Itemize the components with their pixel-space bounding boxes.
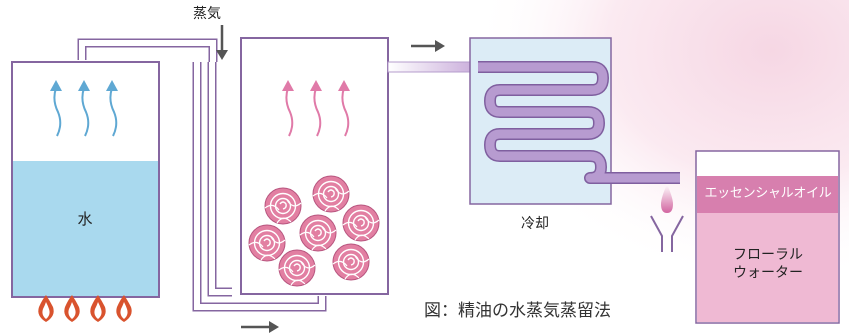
cooling-label: 冷却 <box>521 216 549 232</box>
rose-icon <box>312 175 350 213</box>
floral-water-label: フローラル ウォーター <box>698 246 838 282</box>
steam-inlet-arrow-icon <box>216 25 228 60</box>
rose-icon <box>299 214 337 252</box>
water-label: 水 <box>77 210 93 228</box>
rose-icon <box>342 204 380 242</box>
rose-icon <box>248 224 286 262</box>
water-level <box>13 161 158 296</box>
floral-water-label-line1: フローラル <box>733 247 803 263</box>
steam-arrow-icon <box>282 80 350 137</box>
collection-vessel <box>695 150 840 324</box>
water-tank <box>11 61 160 298</box>
flow-arrow-icon <box>411 40 445 52</box>
condenser-coil <box>478 61 680 184</box>
floral-water-layer <box>697 213 838 322</box>
funnel <box>650 215 684 252</box>
steam-pipe <box>77 38 327 312</box>
essential-oil-layer <box>697 176 838 213</box>
steam-arrow-icon <box>50 80 118 137</box>
steam-label: 蒸気 <box>193 6 221 22</box>
rose-icon <box>264 187 302 225</box>
rose-icon <box>332 243 370 281</box>
vapor-pipe <box>387 61 481 73</box>
floral-water-label-line2: ウォーター <box>733 265 803 281</box>
rose-icon <box>278 249 316 287</box>
flame-icon <box>38 295 132 322</box>
flow-arrow-icon <box>241 321 279 333</box>
figure-caption: 図：精油の水蒸気蒸留法 <box>424 301 611 321</box>
essential-oil-label: エッセンシャルオイル <box>704 186 832 201</box>
droplet-icon <box>661 184 673 213</box>
